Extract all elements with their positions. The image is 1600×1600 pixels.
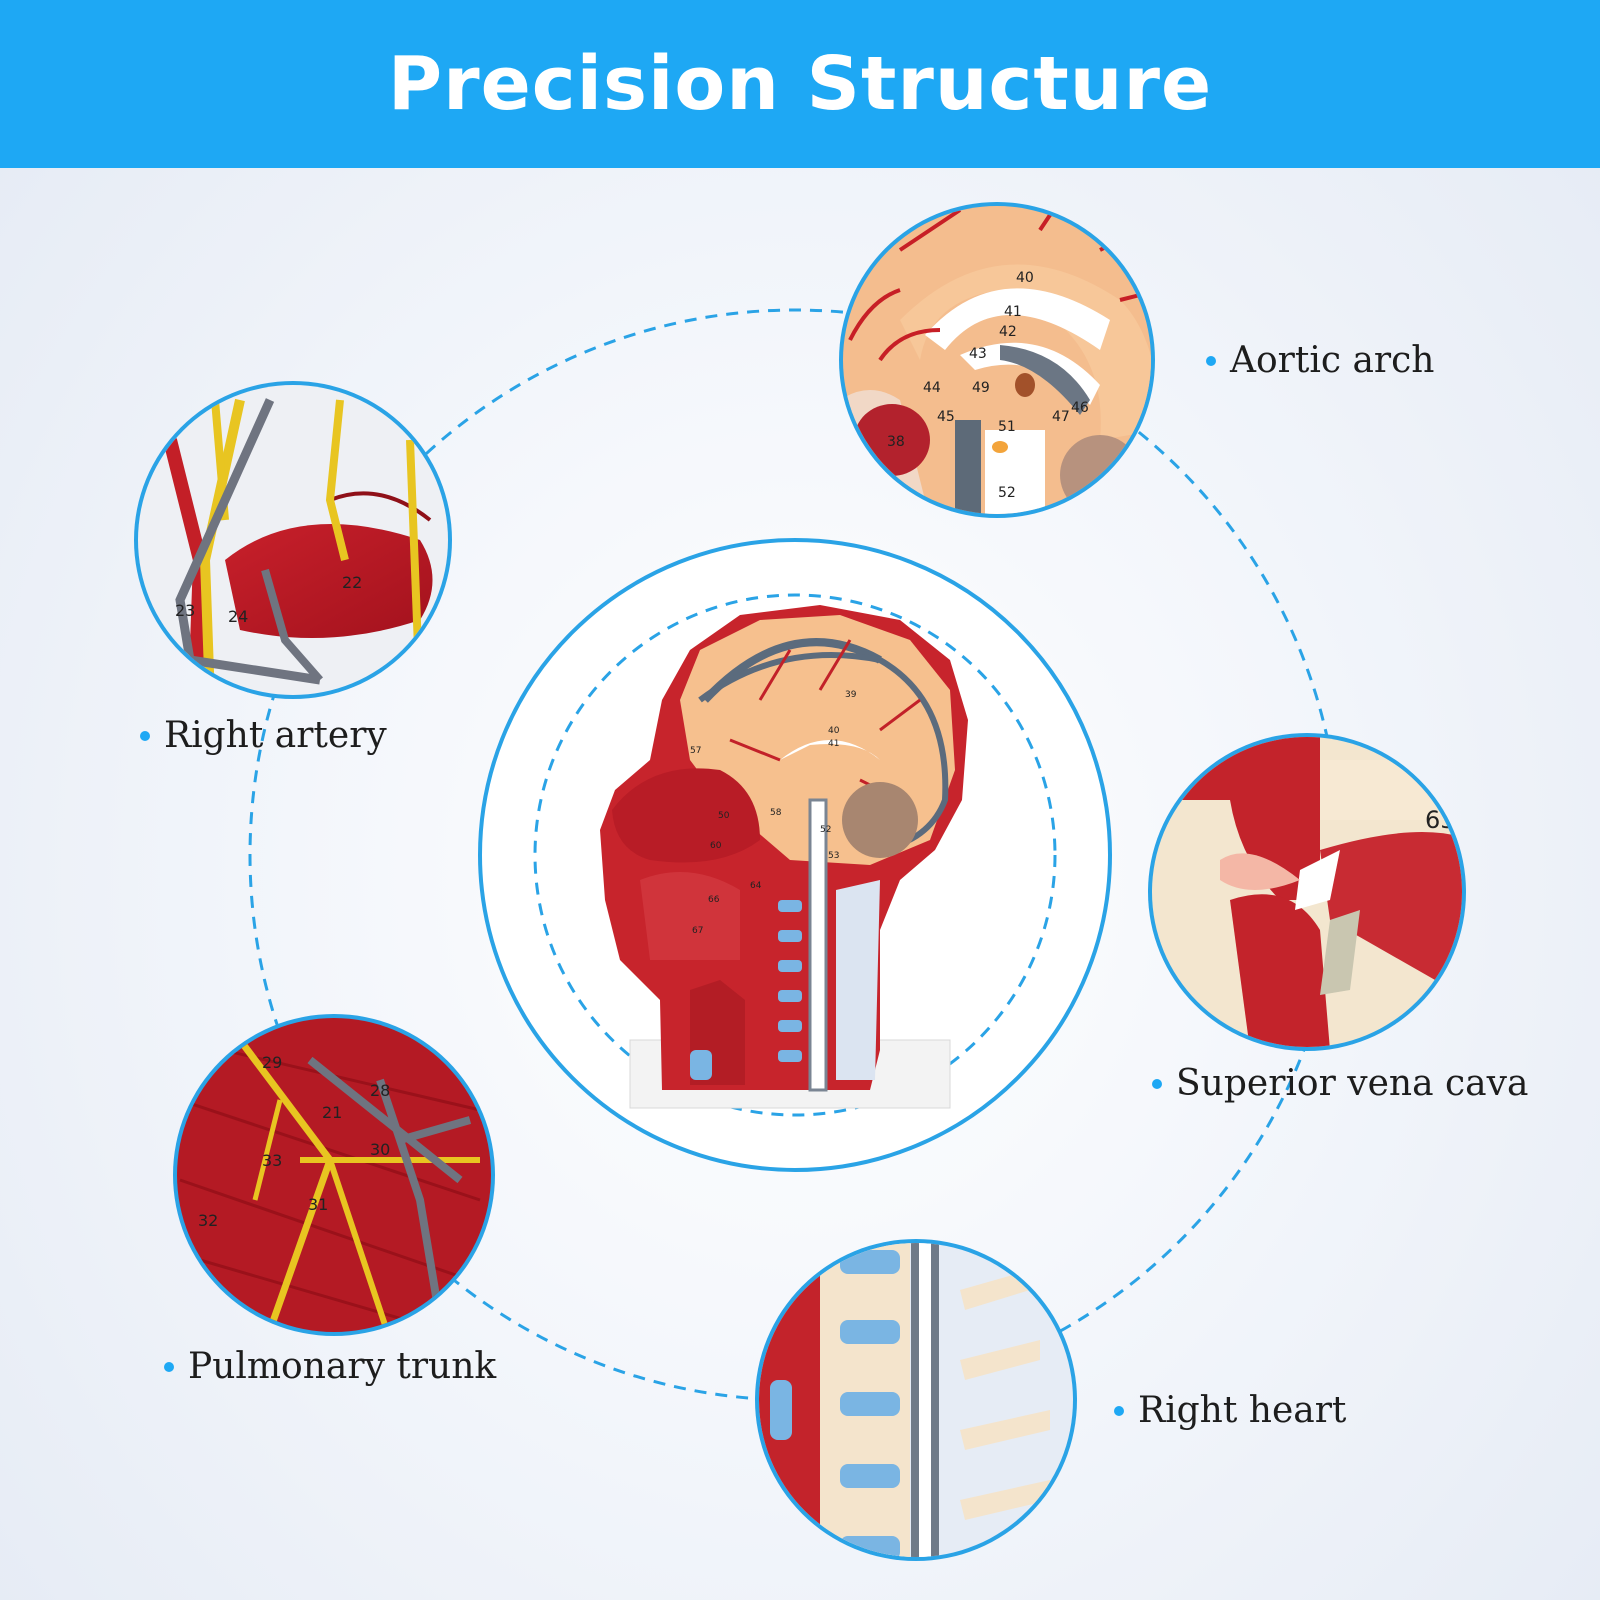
center-number: 41 xyxy=(828,739,839,749)
nerve-number: 32 xyxy=(198,1211,218,1230)
callout-label-superior-vena-cava: Superior vena cava xyxy=(1152,1063,1528,1104)
callout-label-right-artery: Right artery xyxy=(140,715,387,756)
bullet-dot xyxy=(1114,1405,1124,1416)
center-number: 50 xyxy=(718,811,730,821)
nerve-number: 30 xyxy=(370,1140,390,1159)
center-number: 64 xyxy=(750,881,762,891)
nerve-number: 21 xyxy=(322,1103,342,1122)
center-number: 66 xyxy=(708,895,720,905)
callout-text: Pulmonary trunk xyxy=(188,1346,497,1387)
center-number: 67 xyxy=(692,926,703,936)
vessel-number: 22 xyxy=(342,573,362,592)
head-model: 39 57 58 50 60 64 40 41 52 53 66 67 xyxy=(600,605,968,1109)
brain-number: 47 xyxy=(1052,409,1070,425)
brain-number: 38 xyxy=(887,434,905,450)
brain-number: 46 xyxy=(1071,400,1089,416)
callout-text: Superior vena cava xyxy=(1176,1063,1529,1104)
callout-label-aortic-arch: Aortic arch xyxy=(1206,340,1435,381)
center-number: 60 xyxy=(710,841,722,851)
callout-pulmonary-trunk-image: 29 28 21 30 33 31 32 xyxy=(173,1014,495,1336)
center-number: 39 xyxy=(845,690,857,700)
callout-text: Aortic arch xyxy=(1230,340,1435,381)
vessel-number: 24 xyxy=(228,607,248,626)
brain-number: 41 xyxy=(1004,304,1022,320)
callout-right-heart-image xyxy=(755,1239,1077,1561)
callout-text: Right heart xyxy=(1138,1390,1347,1431)
brain-number: 49 xyxy=(972,380,990,396)
callout-right-artery-image: 22 23 24 xyxy=(134,381,452,699)
center-number: 58 xyxy=(770,808,782,818)
callout-label-right-heart: Right heart xyxy=(1114,1390,1346,1431)
brain-number: 40 xyxy=(1016,270,1034,286)
nerve-number: 33 xyxy=(262,1151,282,1170)
center-number: 52 xyxy=(820,825,831,835)
brain-number: 45 xyxy=(937,409,955,425)
brain-number: 52 xyxy=(998,485,1016,501)
center-number: 40 xyxy=(828,726,840,736)
vessel-number: 23 xyxy=(175,601,195,620)
callout-text: Right artery xyxy=(164,715,387,756)
bullet-dot xyxy=(1206,355,1216,366)
bullet-dot xyxy=(164,1361,174,1372)
nerve-number: 31 xyxy=(308,1195,328,1214)
bullet-dot xyxy=(1152,1078,1162,1089)
page-title: Precision Structure xyxy=(387,41,1213,127)
title-banner: Precision Structure xyxy=(0,0,1600,168)
callout-superior-vena-cava-image: 63 xyxy=(1148,733,1466,1051)
callout-label-pulmonary-trunk: Pulmonary trunk xyxy=(164,1346,496,1387)
center-number: 53 xyxy=(828,851,839,861)
nerve-number: 28 xyxy=(370,1081,390,1100)
nerve-number: 29 xyxy=(262,1053,282,1072)
center-number: 57 xyxy=(690,746,701,756)
callout-aortic-arch-image: 40 41 42 43 44 49 45 51 47 46 38 52 xyxy=(839,202,1155,518)
center-inner-ring xyxy=(533,593,1057,1117)
brain-number: 43 xyxy=(969,346,987,362)
brain-number: 44 xyxy=(923,380,941,396)
brain-number: 51 xyxy=(998,419,1016,435)
brain-number: 42 xyxy=(999,324,1017,340)
bullet-dot xyxy=(140,730,150,741)
